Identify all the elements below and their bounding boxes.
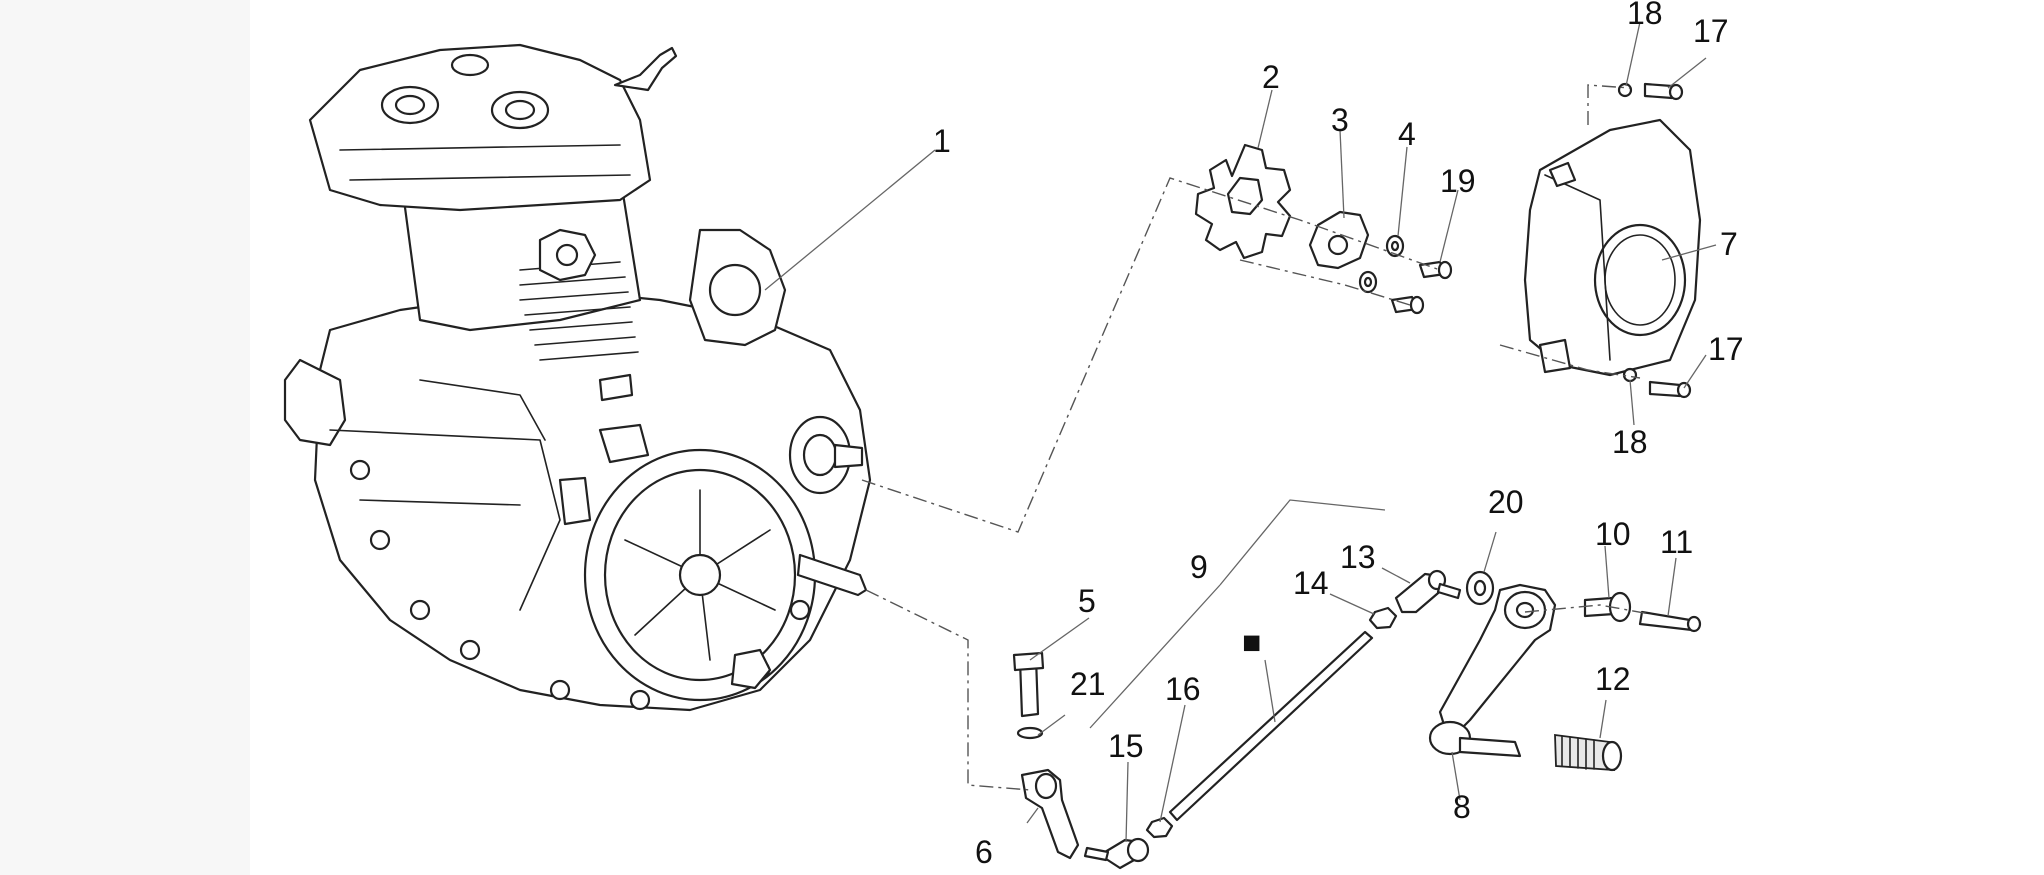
left-margin — [0, 0, 250, 875]
washer-20 — [1465, 570, 1495, 606]
nut-14 — [1368, 606, 1398, 630]
engine-assembly — [283, 43, 872, 712]
marker-symbol: ■ — [1242, 624, 1261, 660]
foot-peg-rubber-12 — [1554, 733, 1623, 772]
pivot-bolt-10 — [1583, 591, 1632, 623]
callout-5: 5 — [1078, 583, 1096, 619]
pinch-bolt-5 — [1012, 651, 1045, 718]
callout-9: 9 — [1190, 549, 1208, 585]
nut-16 — [1145, 816, 1174, 839]
callout-19: 19 — [1440, 163, 1476, 199]
callout-10: 10 — [1595, 516, 1631, 552]
sprocket-bolts — [1390, 260, 1453, 315]
callout-17-top: 17 — [1693, 13, 1729, 49]
sprocket-cover — [1523, 118, 1702, 377]
callout-11: 11 — [1660, 524, 1693, 560]
callout-labels: 1 2 3 4 5 6 7 8 9 10 11 12 13 14 15 16 1… — [933, 0, 1744, 870]
cover-screws — [1617, 82, 1692, 399]
shift-arm-6 — [1020, 768, 1080, 860]
callout-2: 2 — [1262, 59, 1280, 95]
callout-3: 3 — [1331, 102, 1349, 138]
callout-15: 15 — [1108, 728, 1144, 764]
callout-18-bottom: 18 — [1612, 424, 1648, 460]
gear-lever — [1428, 583, 1557, 758]
callout-18-top: 18 — [1627, 0, 1663, 31]
rod-end-15 — [1083, 837, 1150, 870]
callout-4: 4 — [1398, 116, 1416, 152]
callout-16: 16 — [1165, 671, 1201, 707]
callout-13: 13 — [1340, 539, 1376, 575]
callout-6: 6 — [975, 834, 993, 870]
washer-21 — [1016, 726, 1044, 740]
rod-end-13 — [1394, 569, 1462, 614]
callout-12: 12 — [1595, 661, 1631, 697]
callout-1: 1 — [933, 123, 951, 159]
shift-rod — [1168, 630, 1374, 822]
callout-21: 21 — [1070, 666, 1106, 702]
callout-20: 20 — [1488, 484, 1524, 520]
leader-lines — [764, 21, 1717, 843]
lock-plate — [1308, 210, 1370, 270]
bolt-11 — [1638, 610, 1702, 633]
washers — [1358, 234, 1405, 294]
callout-8: 8 — [1453, 789, 1471, 825]
callout-7: 7 — [1720, 226, 1738, 262]
alignment-lines — [861, 84, 1651, 791]
callout-14: 14 — [1293, 565, 1329, 601]
callout-17-bottom: 17 — [1708, 331, 1744, 367]
